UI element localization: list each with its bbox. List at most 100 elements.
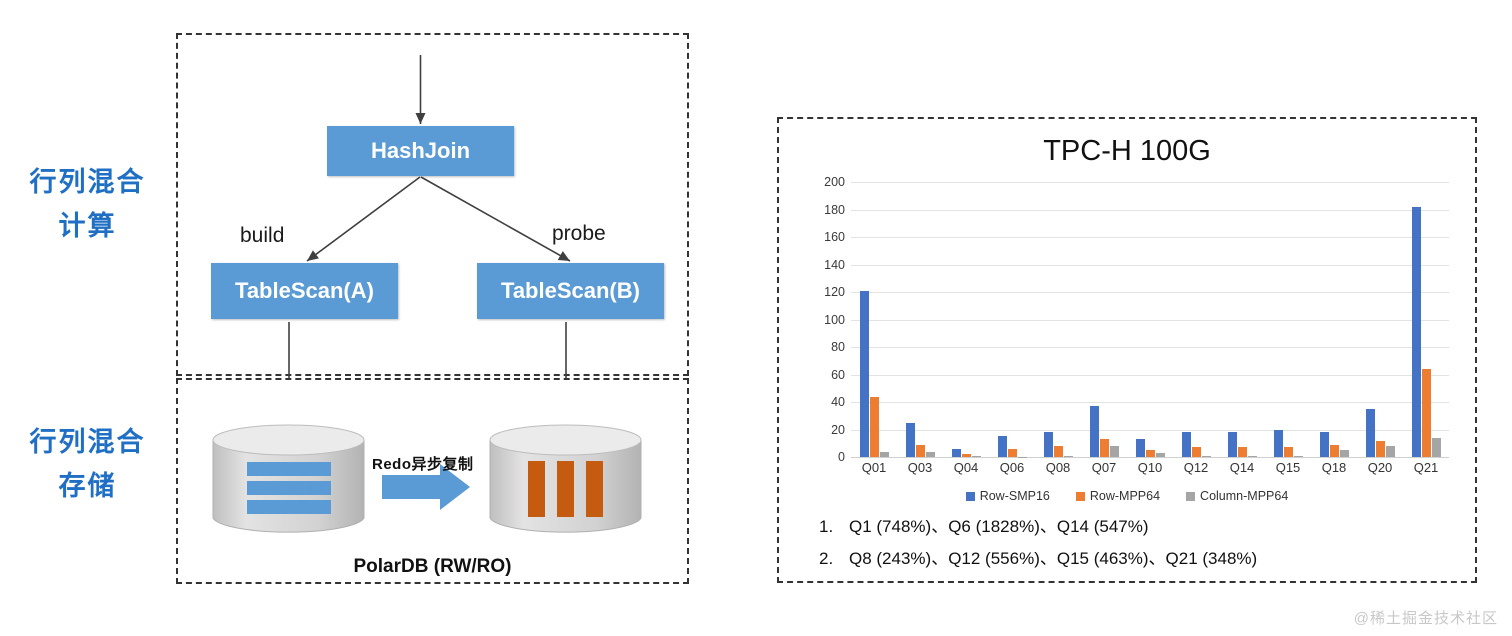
bar-column-mpp64-q07[interactable]: [1109, 446, 1119, 457]
bar-group: [905, 182, 935, 457]
edge-label-probe: probe: [552, 222, 606, 245]
row-store-cylinder-icon: [212, 424, 365, 533]
bar-row-mpp64-q15[interactable]: [1283, 447, 1293, 457]
bar-group: [1273, 182, 1303, 457]
storage-section-label: 行列混合 存储: [0, 420, 175, 508]
bar-row-mpp64-q14[interactable]: [1237, 447, 1247, 457]
bar-group: [1411, 182, 1441, 457]
bar-column-mpp64-q03[interactable]: [925, 451, 935, 457]
x-label-q14: Q14: [1229, 460, 1255, 475]
legend-item-row-mpp64[interactable]: Row-MPP64: [1075, 489, 1160, 503]
bar-row-mpp64-q06[interactable]: [1007, 448, 1017, 457]
bar-group: [1089, 182, 1119, 457]
x-label-q20: Q20: [1367, 460, 1393, 475]
bar-column-mpp64-q20[interactable]: [1385, 446, 1395, 457]
legend-label: Row-SMP16: [979, 489, 1050, 503]
bar-row-smp16-q15[interactable]: [1273, 429, 1283, 457]
y-tick-label: 20: [831, 422, 845, 437]
gridline-40: 40: [831, 395, 1449, 409]
bar-column-mpp64-q14[interactable]: [1247, 456, 1257, 457]
y-tick-label: 100: [824, 312, 845, 327]
bar-row-mpp64-q07[interactable]: [1099, 439, 1109, 457]
bar-row-smp16-q18[interactable]: [1319, 432, 1329, 457]
bar-row-mpp64-q03[interactable]: [915, 444, 925, 457]
legend-swatch-icon: [1186, 491, 1196, 501]
bar-row-smp16-q01[interactable]: [859, 290, 869, 457]
bar-row-smp16-q20[interactable]: [1365, 408, 1375, 457]
legend-swatch-icon: [965, 491, 975, 501]
bar-row-mpp64-q04[interactable]: [961, 454, 971, 457]
bar-row-mpp64-q18[interactable]: [1329, 444, 1339, 457]
note-number: 1.: [819, 517, 834, 536]
bar-column-mpp64-q18[interactable]: [1339, 450, 1349, 457]
bar-column-mpp64-q08[interactable]: [1063, 455, 1073, 457]
gridline-80: 80: [831, 340, 1449, 354]
bar-row-mpp64-q12[interactable]: [1191, 447, 1201, 457]
gridline-160: 160: [824, 230, 1449, 244]
storage-label-line1: 行列混合: [29, 427, 146, 457]
compute-label-line2: 计算: [58, 211, 117, 241]
notes-list: 1. Q1 (748%)、Q6 (1828%)、Q14 (547%) 2.Q8 (2…: [819, 516, 1449, 580]
bar-row-mpp64-q21[interactable]: [1421, 369, 1431, 457]
bar-row-smp16-q10[interactable]: [1135, 439, 1145, 457]
polardb-label: PolarDB (RW/RO): [353, 556, 512, 577]
bar-column-mpp64-q01[interactable]: [879, 451, 889, 457]
bar-column-mpp64-q15[interactable]: [1293, 455, 1303, 457]
note-text: Q1 (748%)、Q6 (1828%)、Q14 (547%): [849, 517, 1149, 536]
chart-legend: Row-SMP16 Row-MPP64 Column-MPP64: [779, 489, 1475, 503]
storage-label-line2: 存储: [58, 471, 117, 501]
bar-row-mpp64-q20[interactable]: [1375, 440, 1385, 457]
y-tick-label: 200: [824, 175, 845, 189]
bar-column-mpp64-q10[interactable]: [1155, 452, 1165, 457]
bar-row-smp16-q14[interactable]: [1227, 432, 1237, 457]
edge-label-build: build: [240, 224, 285, 247]
gridline-120: 120: [824, 285, 1449, 299]
bar-row-smp16-q07[interactable]: [1089, 406, 1099, 457]
y-tick-label: 180: [824, 202, 845, 217]
bar-group: [1227, 182, 1257, 457]
bar-row-smp16-q08[interactable]: [1043, 432, 1053, 457]
legend-label: Column-MPP64: [1200, 489, 1289, 503]
x-label-q18: Q18: [1321, 460, 1347, 475]
bar-group: [997, 182, 1027, 457]
bar-row-smp16-q03[interactable]: [905, 422, 915, 457]
bar-row-mpp64-q08[interactable]: [1053, 446, 1063, 457]
bar-row-smp16-q04[interactable]: [951, 449, 961, 457]
legend-swatch-icon: [1075, 491, 1085, 501]
node-tablescan-a[interactable]: TableScan(A): [211, 263, 398, 319]
node-hashjoin[interactable]: HashJoin: [327, 126, 514, 176]
legend-item-column-mpp64[interactable]: Column-MPP64: [1186, 489, 1288, 503]
gridline-100: 100: [824, 313, 1449, 327]
bar-row-smp16-q12[interactable]: [1181, 432, 1191, 457]
bar-group: [1319, 182, 1349, 457]
gridline-200: 200: [824, 175, 1449, 189]
bar-column-mpp64-q21[interactable]: [1431, 437, 1441, 457]
column-store-cylinder-icon: [489, 424, 642, 533]
redo-replication-label: Redo异步复制: [372, 456, 474, 473]
node-tablescan-b[interactable]: TableScan(B): [477, 263, 664, 319]
legend-item-row-smp16[interactable]: Row-SMP16: [965, 489, 1050, 503]
bar-column-mpp64-q12[interactable]: [1201, 456, 1211, 457]
bar-row-smp16-q21[interactable]: [1411, 206, 1421, 457]
bar-group: [1135, 182, 1165, 457]
compute-panel: [176, 33, 689, 376]
watermark: @稀土掘金技术社区: [1353, 610, 1498, 627]
bar-row-smp16-q06[interactable]: [997, 436, 1007, 457]
bar-row-mpp64-q10[interactable]: [1145, 450, 1155, 457]
gridline-20: 20: [831, 423, 1449, 437]
y-tick-label: 80: [831, 340, 845, 354]
gridline-0: 0: [838, 450, 1449, 464]
note-text: Q8 (243%)、Q12 (556%)、Q15 (463%)、Q21 (348…: [849, 548, 1258, 568]
bar-group: [1365, 182, 1395, 457]
note-item: 2.Q8 (243%)、Q12 (556%)、Q15 (463%)、Q21 (3…: [819, 548, 1449, 571]
y-tick-label: 0: [838, 450, 845, 464]
bar-row-mpp64-q01[interactable]: [869, 396, 879, 457]
chart-title: TPC-H 100G: [1043, 135, 1211, 167]
node-tablescan-b-label: TableScan(B): [501, 278, 640, 303]
x-label-q07: Q07: [1091, 460, 1117, 475]
bar-column-mpp64-q04[interactable]: [971, 456, 981, 457]
left-side-labels: 行列混合 计算 行列混合 存储: [0, 0, 175, 636]
x-label-q08: Q08: [1045, 460, 1071, 475]
compute-label-line1: 行列混合: [29, 167, 146, 197]
